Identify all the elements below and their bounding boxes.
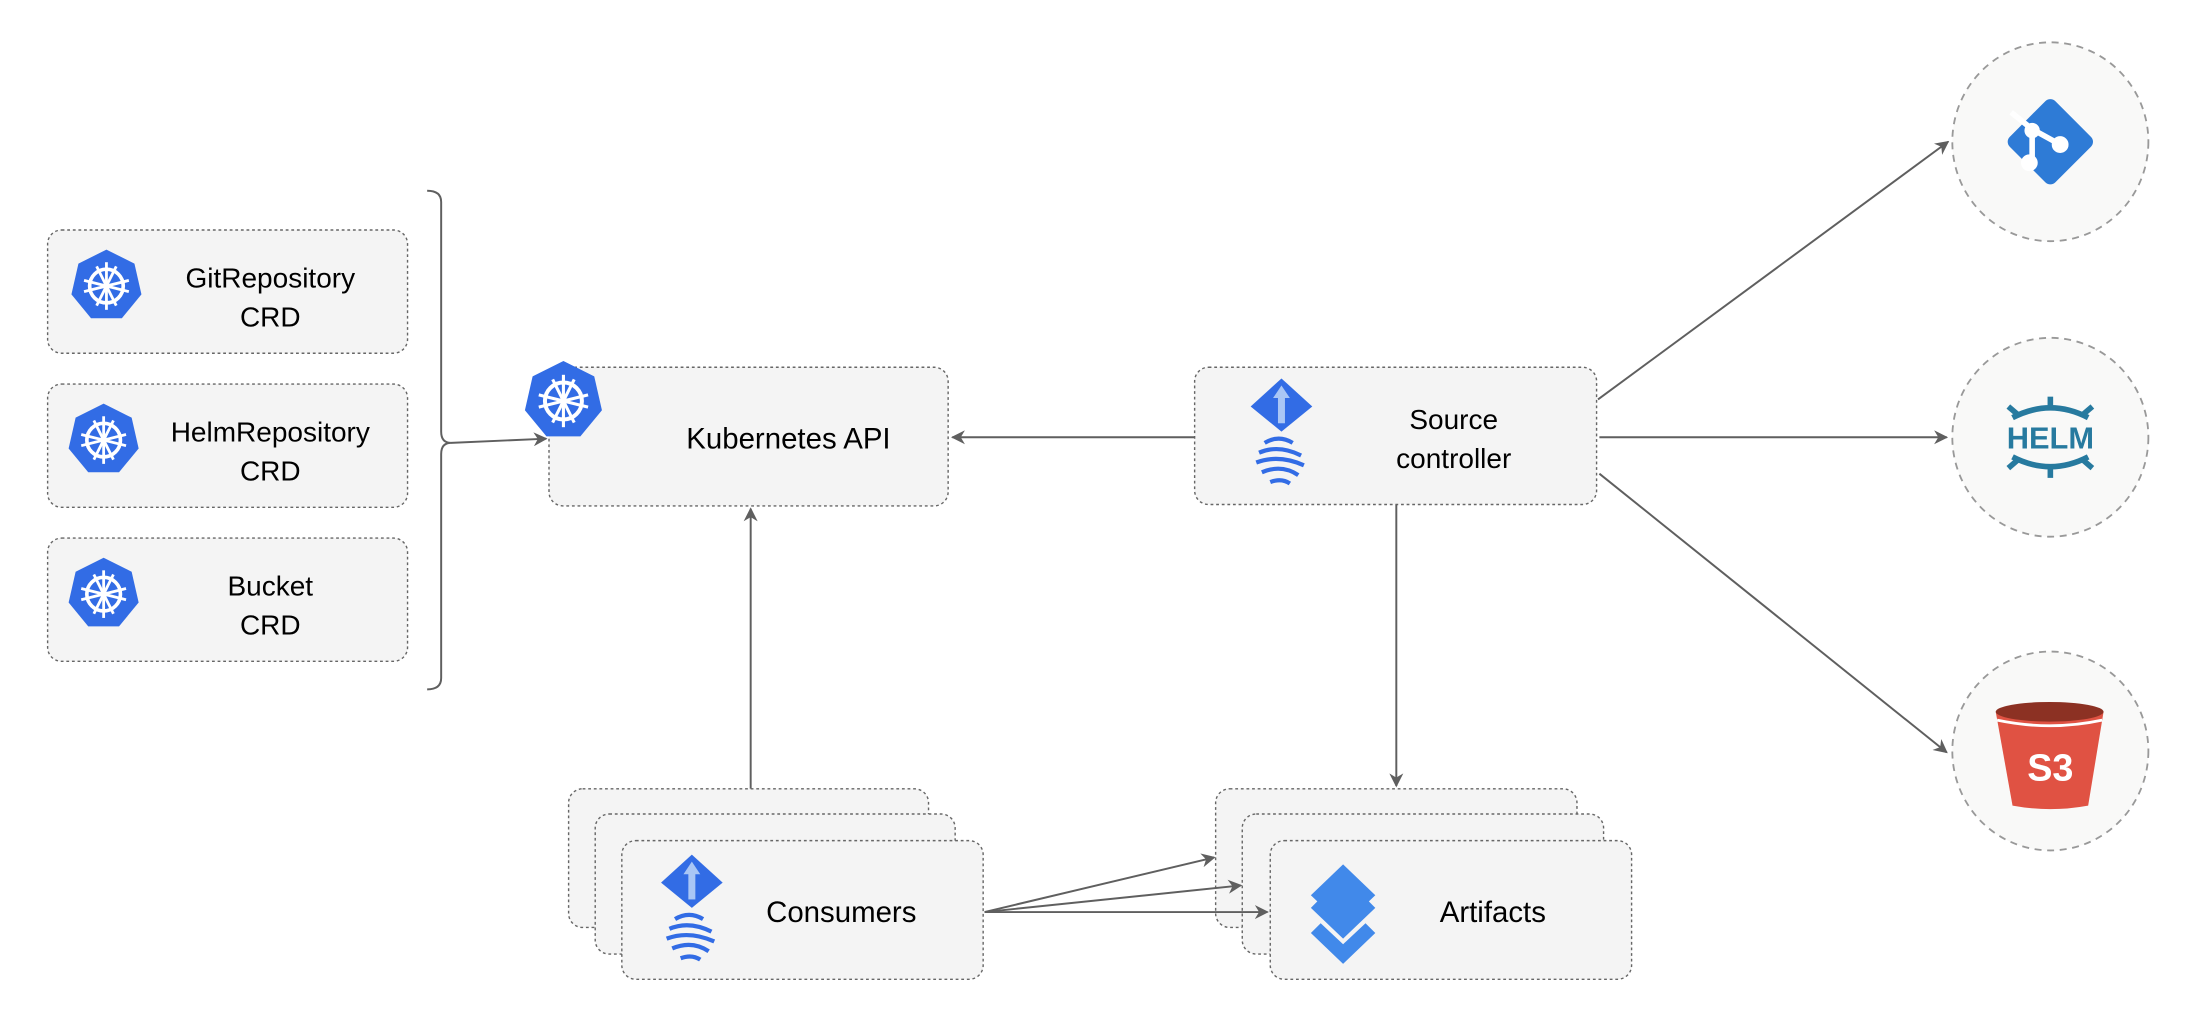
git-icon [2007, 99, 2094, 185]
git-source[interactable] [1951, 41, 2150, 243]
source-controller-sublabel: controller [1396, 443, 1511, 474]
edge-crds-to-api [450, 432, 548, 447]
source-controller-node[interactable]: Source controller [1193, 366, 1598, 506]
crd-label: HelmRepository [171, 416, 370, 447]
artifacts-node[interactable]: Artifacts [1214, 788, 1633, 980]
consumers-node[interactable]: Consumers [567, 788, 984, 980]
artifacts-label: Artifacts [1440, 896, 1546, 929]
consumers-label: Consumers [766, 896, 916, 929]
helm-icon [2006, 396, 2095, 478]
crd-label: GitRepository [185, 262, 355, 293]
edge-controller-to-git [1597, 140, 1950, 401]
crd-group-brace [427, 189, 452, 691]
s3-bucket-icon [1995, 701, 2104, 810]
helm-text: HELM [2007, 420, 2094, 455]
edge-consumers-to-artifacts [984, 879, 1243, 914]
crd-label: Bucket [227, 571, 313, 602]
crd-gitrepository[interactable]: GitRepository CRD [46, 229, 409, 354]
crd-bucket[interactable]: Bucket CRD [46, 537, 409, 663]
layers-icon [1310, 864, 1376, 964]
crd-sublabel: CRD [240, 610, 301, 641]
source-controller-label: Source [1409, 404, 1498, 435]
crd-sublabel: CRD [240, 456, 301, 487]
crd-sublabel: CRD [240, 302, 301, 333]
kubernetes-api-label: Kubernetes API [686, 422, 890, 455]
edge-consumers-to-artifacts [984, 853, 1216, 913]
kubernetes-api-node[interactable]: Kubernetes API [525, 361, 949, 507]
edge-controller-to-s3 [1598, 472, 1948, 754]
s3-text: S3 [2027, 747, 2073, 789]
s3-source[interactable]: S3 [1951, 650, 2150, 852]
crd-helmrepository[interactable]: HelmRepository CRD [46, 383, 409, 508]
helm-source[interactable]: HELM [1951, 336, 2150, 538]
